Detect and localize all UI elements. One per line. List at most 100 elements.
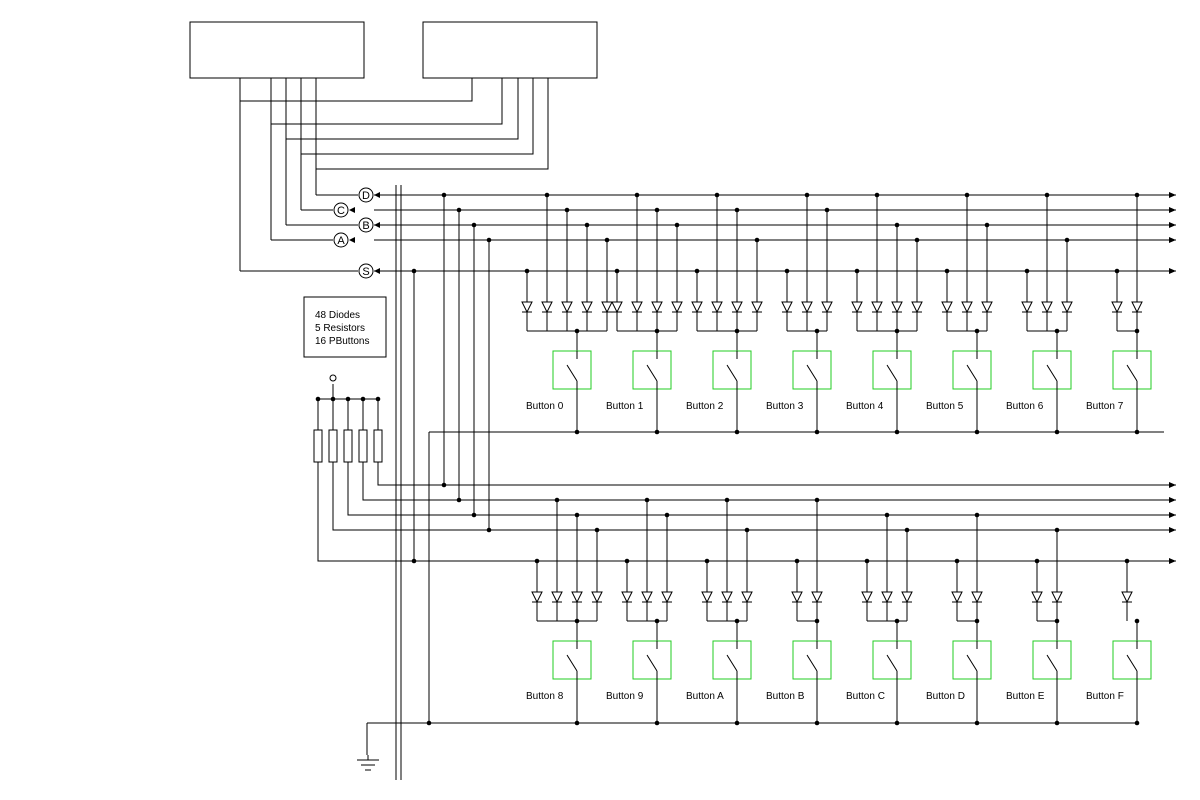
- pushbutton-icon[interactable]: [1032, 350, 1072, 390]
- switch-contact: [1046, 641, 1058, 679]
- pushbutton-icon[interactable]: [792, 640, 832, 680]
- junction-dot: [974, 720, 980, 726]
- resistor: [373, 429, 383, 463]
- diode-icon: [1061, 301, 1073, 314]
- button-cell: Button 1: [606, 192, 683, 435]
- pushbutton-icon[interactable]: [712, 350, 752, 390]
- junction-dot: [894, 720, 900, 726]
- pushbutton-icon[interactable]: [952, 640, 992, 680]
- diode-icon: [651, 301, 663, 314]
- arrow-head-icon: [1169, 558, 1176, 564]
- junction-dot: [874, 192, 880, 198]
- junction-dot: [1054, 527, 1060, 533]
- vcc-rail: [317, 384, 379, 430]
- diode-icon: [811, 591, 823, 604]
- signal-arrow-icon: [349, 237, 355, 243]
- button-cell: Button 7: [1086, 192, 1152, 435]
- bus-risers: [413, 195, 490, 723]
- pushbutton-icon[interactable]: [952, 350, 992, 390]
- junction-dot: [654, 207, 660, 213]
- signal-node-B: [358, 217, 374, 233]
- junction-dot: [486, 237, 492, 243]
- switch-contact: [1126, 351, 1138, 389]
- switch-contact: [806, 351, 818, 389]
- static-wiring: [189, 21, 1138, 780]
- diode-icon: [731, 301, 743, 314]
- junction-dot: [614, 268, 620, 274]
- junction-dot: [1054, 429, 1060, 435]
- junction-dot: [574, 720, 580, 726]
- signal-arrow-icon: [349, 207, 355, 213]
- junction-dot: [1054, 720, 1060, 726]
- vertical-bus: [395, 185, 402, 780]
- diode-icon: [791, 591, 803, 604]
- junction-dot: [954, 558, 960, 564]
- junction-dot: [456, 497, 462, 503]
- pushbutton-icon[interactable]: [872, 640, 912, 680]
- junction-dot: [345, 396, 351, 402]
- diode-icon: [981, 301, 993, 314]
- arrow-head-icon: [1169, 512, 1176, 518]
- button-cell: Button 8: [526, 497, 603, 726]
- diode-icon: [1131, 301, 1143, 314]
- junction-dot: [734, 429, 740, 435]
- arrow-head-icon: [1169, 268, 1176, 274]
- pushbutton-icon[interactable]: [552, 640, 592, 680]
- ic-wiring: [239, 78, 549, 272]
- junction-dot: [734, 207, 740, 213]
- diode-icon: [601, 301, 613, 314]
- diode-icon: [581, 301, 593, 314]
- pushbutton-icon[interactable]: [1032, 640, 1072, 680]
- button-cell: Button D: [926, 512, 992, 726]
- junction-dot: [794, 558, 800, 564]
- ground-return: [366, 722, 1138, 755]
- signal-arrow-icon: [374, 268, 380, 274]
- pushbutton-icon[interactable]: [632, 350, 672, 390]
- junction-dot: [784, 268, 790, 274]
- diode-icon: [691, 301, 703, 314]
- diode-icon: [1121, 591, 1133, 604]
- junction-dot: [744, 527, 750, 533]
- signal-node-C: [333, 202, 349, 218]
- junction-dot: [1064, 237, 1070, 243]
- pushbutton-icon[interactable]: [552, 350, 592, 390]
- junction-dot: [814, 720, 820, 726]
- signal-label-A: A: [337, 235, 345, 247]
- switch-contact: [886, 351, 898, 389]
- junction-dot: [904, 527, 910, 533]
- diode-icon: [631, 301, 643, 314]
- junction-dot: [1134, 429, 1140, 435]
- junction-dot: [584, 222, 590, 228]
- diode-icon: [821, 301, 833, 314]
- diode-icon: [591, 591, 603, 604]
- button-cell: Button A: [686, 497, 753, 726]
- button-label: Button 7: [1086, 401, 1124, 412]
- pushbutton-icon[interactable]: [1112, 640, 1152, 680]
- pushbutton-icon[interactable]: [872, 350, 912, 390]
- diode-icon: [881, 591, 893, 604]
- pushbutton-icon[interactable]: [712, 640, 752, 680]
- parts-buttons: 16 PButtons: [315, 336, 369, 347]
- junction-dot: [664, 512, 670, 518]
- pushbutton-icon[interactable]: [632, 640, 672, 680]
- pushbutton-icon[interactable]: [1112, 350, 1152, 390]
- diode-icon: [851, 301, 863, 314]
- parts-resistors: 5 Resistors: [315, 323, 365, 334]
- signal-label-B: B: [362, 220, 369, 232]
- switch-contact: [1126, 641, 1138, 679]
- junction-dot: [486, 527, 492, 533]
- switch-contact: [966, 641, 978, 679]
- switch-contact: [886, 641, 898, 679]
- junction-dot: [426, 720, 432, 726]
- switch-contact: [806, 641, 818, 679]
- junction-dot: [524, 268, 530, 274]
- diode-icon: [621, 591, 633, 604]
- switch-contact: [646, 351, 658, 389]
- diode-icon: [1041, 301, 1053, 314]
- button-cell: Button 9: [606, 497, 673, 726]
- arrow-head-icon: [1169, 237, 1176, 243]
- switch-contact: [566, 351, 578, 389]
- pushbutton-icon[interactable]: [792, 350, 832, 390]
- diode-icon: [551, 591, 563, 604]
- button-cell: Button 4: [846, 192, 923, 435]
